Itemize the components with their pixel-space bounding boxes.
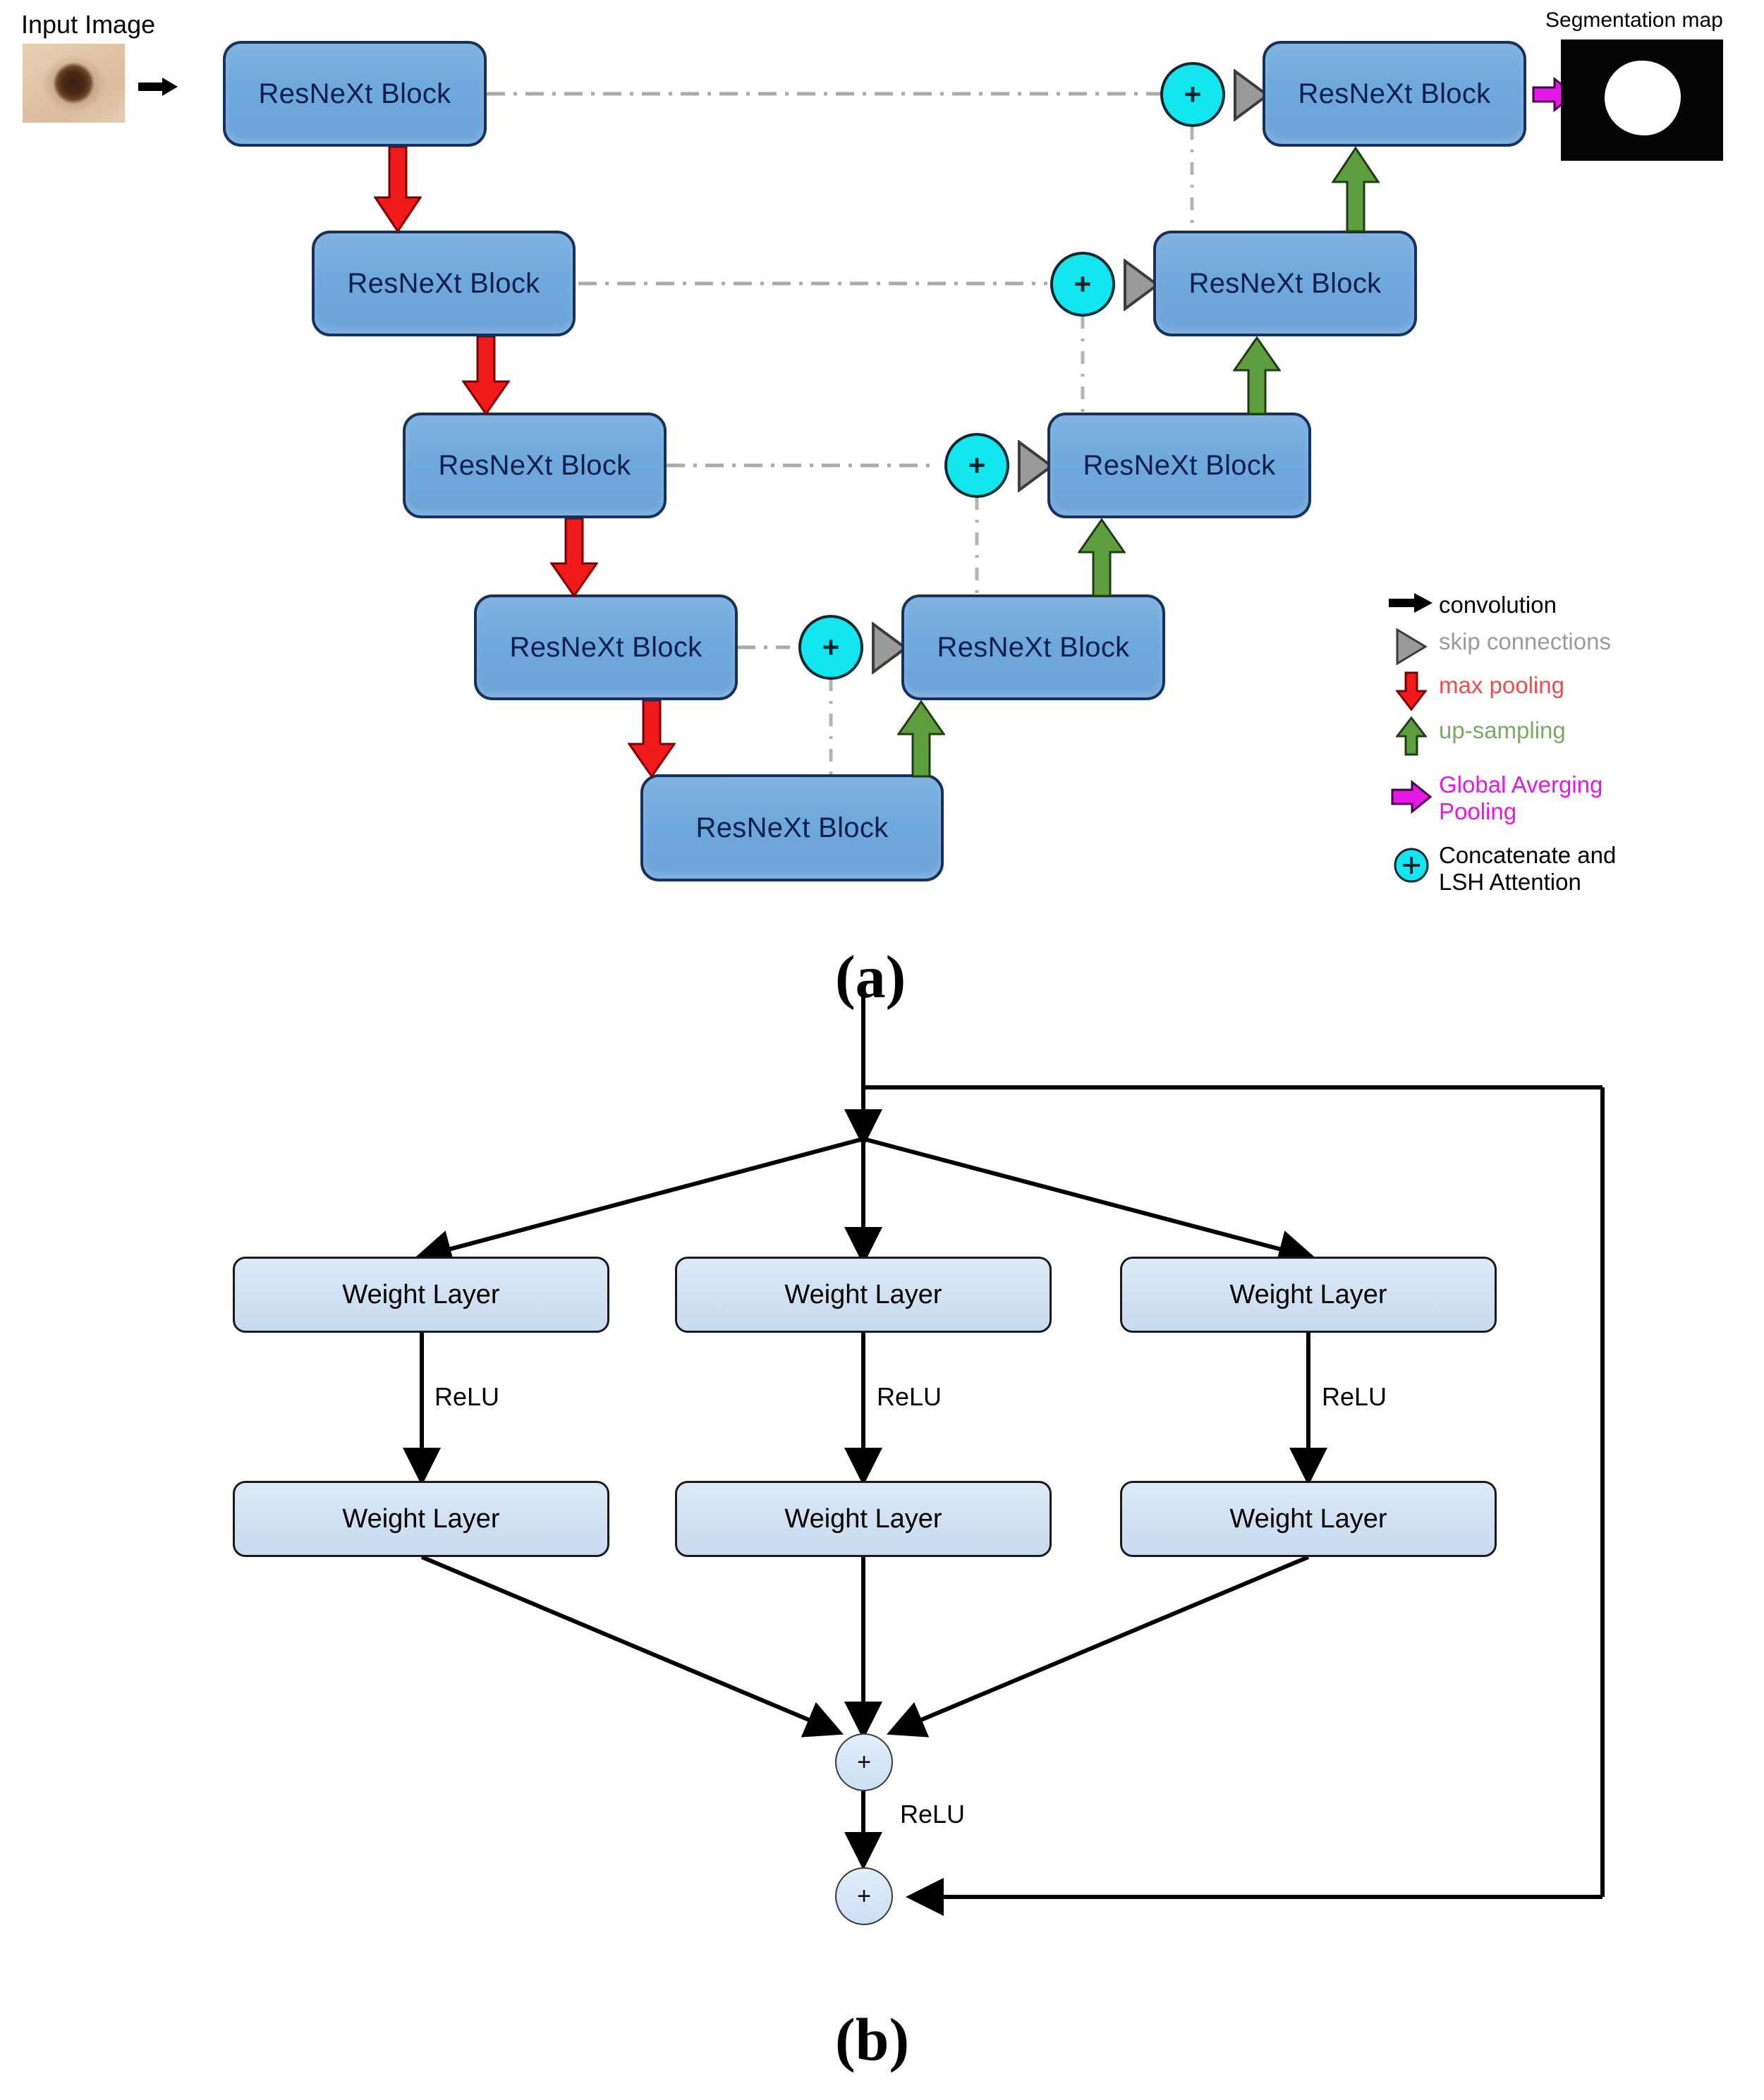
sum-node-branches[interactable]: + [835,1733,893,1791]
concat-lsh-node-4[interactable]: + [798,615,863,680]
max-pooling-arrow-icon-3 [549,517,599,598]
block-label: Weight Layer [1229,1279,1387,1310]
decoder-block-1[interactable]: ResNeXt Block [1263,41,1526,147]
relu-label-branch-1: ReLU [434,1382,500,1411]
plus-icon: + [1184,78,1202,111]
panel-b-letter: (b) [835,2006,910,2073]
legend-item-concatenate-lsh-attention: Concatenate and LSH Attention [1384,841,1751,901]
up-sampling-arrow-icon-2 [1077,518,1126,597]
legend-label: convolution [1439,592,1557,618]
red-down-arrow-icon [1384,671,1439,711]
input-image-label: Input Image [21,10,156,39]
encoder-block-5-bottleneck[interactable]: ResNeXt Block [640,774,944,881]
concat-lsh-node-2[interactable]: + [1050,252,1115,317]
relu-label-branch-2: ReLU [877,1382,942,1411]
max-pooling-arrow-icon-1 [373,145,422,233]
legend-label: Concatenate and LSH Attention [1439,842,1617,895]
block-label: ResNeXt Block [509,631,702,663]
encoder-block-1[interactable]: ResNeXt Block [223,41,487,147]
legend-item-global-averaging-pooling: Global Averging Pooling [1384,770,1751,831]
block-label: ResNeXt Block [1298,78,1491,109]
up-sampling-arrow-icon-4 [1331,146,1380,233]
encoder-block-2[interactable]: ResNeXt Block [312,231,576,336]
encoder-block-3[interactable]: ResNeXt Block [403,413,667,518]
encoder-block-4[interactable]: ResNeXt Block [474,594,738,700]
concat-lsh-node-3[interactable]: + [944,433,1009,498]
weight-layer-r1-c3[interactable]: Weight Layer [1120,1257,1497,1333]
magenta-right-arrow-icon [1384,770,1439,814]
gray-triangle-icon [1384,628,1439,666]
block-label: Weight Layer [784,1503,942,1534]
block-label: Weight Layer [1229,1503,1387,1534]
legend-label: up-sampling [1439,717,1566,743]
relu-label-branch-3: ReLU [1322,1382,1387,1411]
plus-icon: + [822,630,840,664]
block-label: ResNeXt Block [438,449,631,481]
block-label: Weight Layer [342,1279,500,1310]
block-label: Weight Layer [784,1279,942,1310]
cyan-plus-circle-icon [1384,841,1439,884]
panel-a-letter: (a) [835,943,906,1011]
segmentation-blob [1605,61,1681,135]
legend: convolution skip connections max pooling… [1384,591,1751,907]
decoder-block-3[interactable]: ResNeXt Block [1047,413,1311,518]
block-label: ResNeXt Block [258,78,451,109]
max-pooling-arrow-icon-4 [627,699,676,779]
legend-item-convolution: convolution [1384,591,1751,622]
block-label: ResNeXt Block [1188,267,1382,299]
block-label: ResNeXt Block [937,631,1130,663]
decoder-block-4[interactable]: ResNeXt Block [901,594,1165,700]
up-sampling-arrow-icon-1 [896,700,946,778]
plus-icon: + [857,1882,871,1910]
concat-lsh-node-1[interactable]: + [1160,62,1225,127]
block-label: ResNeXt Block [695,812,889,843]
segmentation-map-label: Segmentation map [1545,8,1723,32]
input-image-thumbnail [23,44,125,123]
block-label: ResNeXt Block [347,267,540,299]
up-sampling-arrow-icon-3 [1232,336,1282,415]
decoder-block-2[interactable]: ResNeXt Block [1153,231,1417,336]
convolution-arrow-icon [138,76,181,97]
weight-layer-r2-c2[interactable]: Weight Layer [675,1481,1052,1557]
weight-layer-r1-c1[interactable]: Weight Layer [233,1257,609,1333]
skip-connection-triangle-icon-2 [1123,258,1160,312]
weight-layer-r1-c2[interactable]: Weight Layer [675,1257,1052,1333]
block-label: ResNeXt Block [1083,449,1276,481]
weight-layer-r2-c1[interactable]: Weight Layer [233,1481,609,1557]
legend-item-max-pooling: max pooling [1384,671,1751,711]
black-right-arrow-icon [1384,591,1439,615]
skip-connection-triangle-icon-1 [1233,68,1270,122]
block-label: Weight Layer [342,1503,500,1534]
skip-connection-triangle-icon-3 [1017,439,1054,493]
skip-connection-triangle-icon-4 [871,621,908,675]
sum-node-residual[interactable]: + [835,1867,893,1925]
plus-icon: + [857,1748,871,1776]
legend-label: Global Averging Pooling [1439,771,1603,824]
plus-icon: + [1073,267,1092,300]
legend-item-skip-connections: skip connections [1384,628,1751,666]
max-pooling-arrow-icon-2 [461,335,511,416]
legend-label: max pooling [1439,672,1564,698]
legend-label: skip connections [1439,628,1611,654]
green-up-arrow-icon [1384,716,1439,756]
segmentation-map-thumbnail [1561,39,1723,161]
weight-layer-r2-c3[interactable]: Weight Layer [1120,1481,1497,1557]
legend-item-up-sampling: up-sampling [1384,716,1751,756]
plus-icon: + [968,448,986,482]
relu-label-after-sum: ReLU [900,1800,966,1829]
